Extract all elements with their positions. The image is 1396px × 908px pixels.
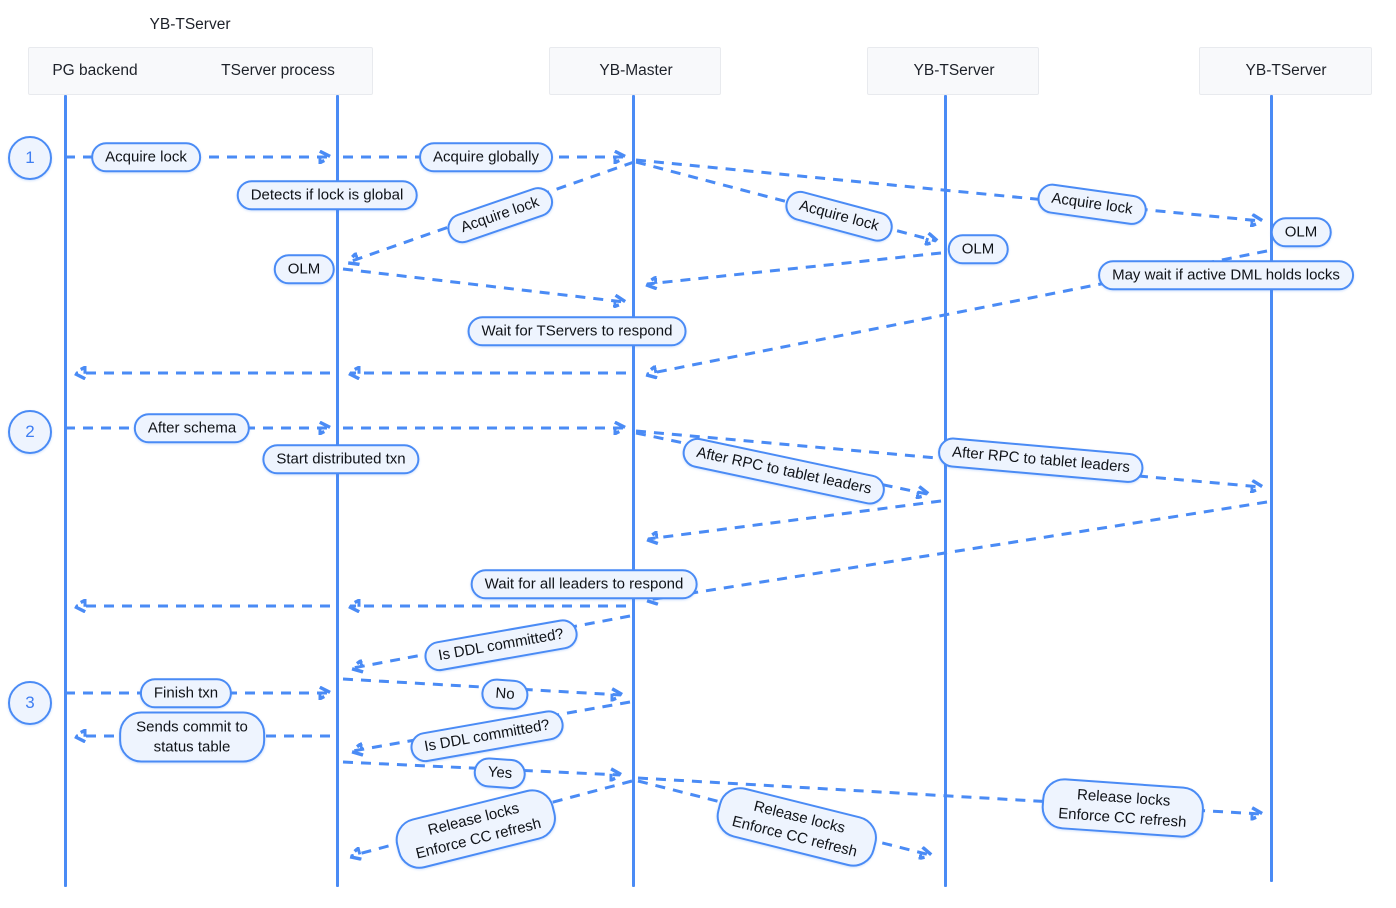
msg-acquire-lock-3: Acquire lock: [782, 187, 896, 245]
arrow-leader-ack-ts3-to-master: [648, 500, 1268, 600]
msg-no: No: [480, 677, 530, 711]
msg-release-locks-3: Release locks Enforce CC refresh: [1040, 776, 1206, 840]
step-circle-1: 1: [8, 136, 52, 180]
note-start-distributed-txn: Start distributed txn: [262, 444, 420, 474]
msg-finish-txn: Finish txn: [139, 678, 233, 708]
msg-is-ddl-committed-1: Is DDL committed?: [422, 617, 580, 673]
arrow-olm-ack-ts2-to-master: [647, 251, 942, 284]
step-circle-2: 2: [8, 410, 52, 454]
participant-box-yb-master: YB-Master: [549, 47, 721, 95]
msg-after-rpc-2: After RPC to tablet leaders: [936, 436, 1146, 484]
participant-yb-master: YB-Master: [599, 62, 673, 79]
note-wait-for-tservers: Wait for TServers to respond: [467, 316, 687, 346]
lifeline-pg-backend: [63, 95, 67, 887]
note-sends-commit-line1: Sends commit to: [136, 718, 248, 736]
note-wait-for-leaders: Wait for all leaders to respond: [470, 569, 698, 599]
note-sends-commit: Sends commit to status table: [119, 711, 265, 763]
msg-acquire-lock-2: Acquire lock: [443, 183, 557, 247]
msg-acquire-lock-1: Acquire lock: [91, 142, 201, 172]
participant-yb-tserver-3: YB-TServer: [1245, 62, 1327, 79]
arrow-acquire-lock-master-to-ts3: [635, 158, 1261, 221]
participant-pg-backend: PG backend: [52, 62, 138, 79]
step-circle-3: 3: [8, 681, 52, 725]
arrow-olm-ack-tsproc-to-master: [342, 267, 624, 302]
arrow-leader-ack-ts2-to-master: [648, 499, 942, 539]
note-olm-3: OLM: [1270, 217, 1332, 247]
group-title: YB-TServer: [149, 16, 231, 33]
note-sends-commit-line2: status table: [153, 738, 231, 755]
participant-box-yb-tserver-3: YB-TServer: [1199, 47, 1372, 95]
msg-after-schema: After schema: [133, 413, 251, 443]
lifeline-yb-master: [631, 95, 635, 887]
msg-acquire-globally: Acquire globally: [419, 142, 553, 172]
lifeline-tserver-process: [335, 95, 339, 887]
note-olm-2: OLM: [947, 234, 1009, 264]
participant-box-yb-tserver-2: YB-TServer: [867, 47, 1039, 95]
participant-tserver-process: TServer process: [221, 62, 335, 79]
note-olm-1: OLM: [273, 254, 335, 284]
msg-after-rpc-1: After RPC to tablet leaders: [679, 435, 889, 507]
msg-acquire-lock-4: Acquire lock: [1035, 181, 1149, 227]
participant-group-box: PG backend TServer process: [28, 47, 373, 95]
lifeline-yb-tserver-3: [1269, 95, 1273, 882]
note-may-wait-dml: May wait if active DML holds locks: [1098, 260, 1354, 290]
msg-yes: Yes: [472, 756, 528, 790]
msg-is-ddl-committed-2: Is DDL committed?: [408, 708, 566, 764]
note-detects-if-lock-global: Detects if lock is global: [236, 180, 418, 210]
lifeline-yb-tserver-2: [943, 95, 947, 887]
msg-release-locks-1: Release locks Enforce CC refresh: [391, 784, 561, 874]
msg-release-locks-2: Release locks Enforce CC refresh: [712, 782, 882, 872]
participant-yb-tserver-2: YB-TServer: [913, 62, 995, 79]
